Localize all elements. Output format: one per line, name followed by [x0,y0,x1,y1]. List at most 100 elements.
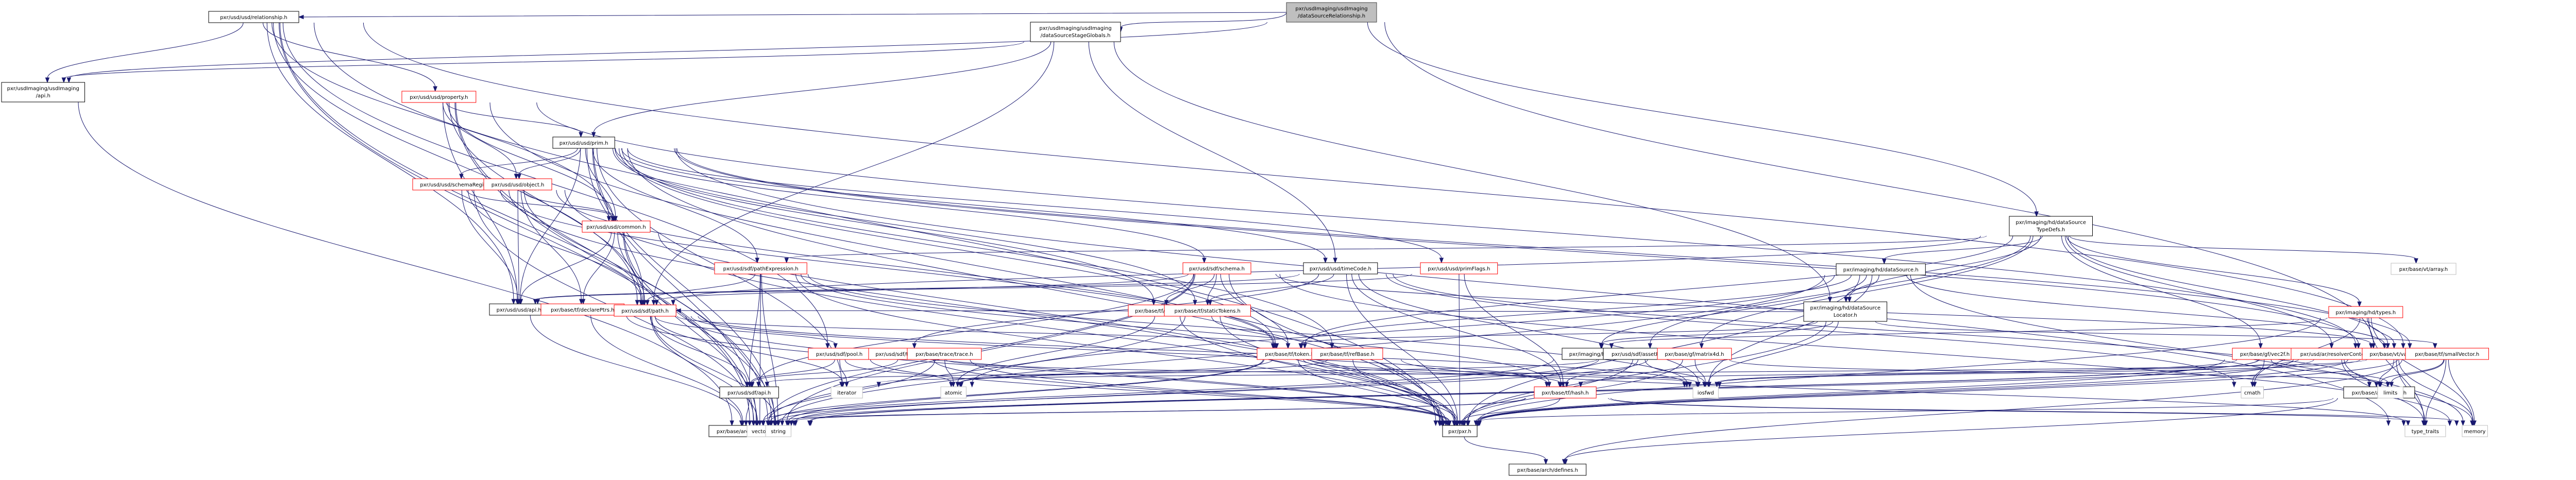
node-box [401,91,477,103]
node-label: iosfwd [1698,390,1714,396]
node-iterator[interactable]: iterator [831,386,863,399]
node-label: iterator [837,390,857,396]
node-vt-array[interactable]: pxr/base/vt/array.h [2391,263,2456,275]
node-sdf-schema[interactable]: pxr/usd/sdf/schema.h [1182,262,1251,275]
edge-prim-to-smallVector [676,148,2410,345]
node-atomic[interactable]: atomic [940,386,967,399]
edge-hdTypes-to-pxr [1478,317,2321,422]
node-label: pxr/base/gf/matrix4d.h [1665,352,1724,357]
edge-prim-to-weakBase [613,148,1154,301]
node-prim-flags[interactable]: pxr/usd/usd/primFlags.h [1420,262,1498,275]
edge-root-to-relationship [302,12,1287,18]
node-cmath[interactable]: cmath [2241,386,2264,399]
edge-relationship-to-common [272,22,609,217]
arrowhead-icon [825,343,830,349]
node-usd-api[interactable]: pxr/usd/usd/api.h [489,303,549,316]
node-label: /api.h [36,93,50,99]
node-data-source[interactable]: pxr/imaging/hd/dataSource.h [1836,263,1926,276]
node-resolver-context[interactable]: pxr/usd/ar/resolverContext.h [2291,348,2384,360]
node-property[interactable]: pxr/usd/usd/property.h [401,91,477,103]
node-box [1420,262,1498,275]
arrowhead-icon [1648,343,1652,349]
edge-prim-to-usdApi [520,148,581,300]
edge-hints-to-pxr [1478,398,2334,422]
node-label: memory [2464,429,2486,435]
edge-smallVector-to-archDefines [1565,359,2402,460]
node-sdf-api[interactable]: pxr/usd/sdf/api.h [719,386,779,399]
arrowhead-icon [1476,420,1481,426]
edge-vec2f-to-limits [2270,359,2388,383]
node-object[interactable]: pxr/usd/usd/object.h [483,178,552,191]
edge-root-to-vtValue [1384,22,2374,345]
node-sdf-path[interactable]: pxr/usd/sdf/path.h [614,304,676,317]
node-tf-token[interactable]: pxr/base/tf/token.h [1257,348,1323,360]
node-root[interactable]: pxr/usdImaging/usdImaging/dataSourceRela… [1286,2,1377,23]
arrowhead-icon [2034,211,2039,217]
edge-hints-to-archDefines [1564,398,2338,460]
edge-hdTypes-to-hdApi [1611,317,2328,345]
edge-schemaRegistry-to-tfToken [500,190,1274,345]
node-sdf-pool[interactable]: pxr/usd/sdf/pool.h [808,348,871,360]
edge-usdTimeCode-to-sdfTimeCode [914,273,1319,345]
edge-prim-to-schemaRegistry [461,148,578,175]
node-box [1182,262,1251,275]
node-matrix4d[interactable]: pxr/base/gf/matrix4d.h [1657,348,1732,360]
edge-dataSourceLocator-to-tfToken [1300,321,1818,345]
node-string[interactable]: string [765,425,791,437]
arrowhead-icon [675,308,681,313]
node-box [2241,386,2264,399]
node-path-expression[interactable]: pxr/usd/sdf/pathExpression.h [714,262,807,275]
node-static-tokens[interactable]: pxr/base/tf/staticTokens.h [1164,304,1251,317]
edge-usdTimeCode-to-limits [1393,273,2370,383]
arrowhead-icon [612,216,617,222]
node-prim[interactable]: pxr/usd/usd/prim.h [552,136,615,149]
arrowhead-icon [2408,343,2412,349]
edge-vtValue-to-iosfwd [1719,359,2361,383]
arrowhead-icon [1684,382,1689,388]
edge-relationship-to-string [279,22,768,422]
node-small-vector[interactable]: pxr/base/tf/smallVector.h [2405,348,2489,360]
edge-tfToken-to-pxr [1298,359,1457,422]
edge-weakBase-to-pxr [1179,316,1454,422]
node-trace[interactable]: pxr/base/trace/trace.h [907,348,982,360]
node-usd-time-code[interactable]: pxr/usd/usd/timeCode.h [1303,262,1378,275]
arrowhead-icon [45,77,50,83]
node-box [483,178,552,191]
arrowhead-icon [792,420,796,426]
node-relationship[interactable]: pxr/usd/usd/relationship.h [208,11,299,23]
node-usd-imaging-api[interactable]: pxr/usdImaging/usdImaging/api.h [1,82,85,102]
node-box [831,386,863,399]
edge-relationship-to-sdfPool [282,22,828,345]
node-pxr[interactable]: pxr/pxr.h [1442,425,1478,437]
node-ref-base[interactable]: pxr/base/tf/refBase.h [1311,348,1383,360]
node-hd-types[interactable]: pxr/imaging/hd/types.h [2328,306,2403,318]
node-declare-ptrs[interactable]: pxr/base/tf/declarePtrs.h [540,303,624,316]
edge-prim-to-primFlags [627,148,1442,259]
edge-dataSource-to-memory [1910,275,2464,422]
arrowhead-icon [1333,258,1337,264]
edge-smallVector-to-typeTraits [2425,359,2447,422]
edge-sdfPath-to-tfHash [690,316,1547,383]
edge-declarePtrs-to-archExport [590,315,743,422]
node-memory[interactable]: memory [2462,425,2488,437]
edge-vtValue-to-pxr [1478,359,2348,422]
node-tf-hash[interactable]: pxr/base/tf/hash.h [1534,386,1597,399]
node-type-traits[interactable]: type_traits [2404,425,2446,437]
node-label: pxr/base/tf/token.h [1265,352,1314,357]
node-iosfwd[interactable]: iosfwd [1692,386,1719,399]
node-common[interactable]: pxr/usd/usd/common.h [582,220,651,233]
node-stage-globals[interactable]: pxr/usdImaging/usdImaging/dataSourceStag… [1030,22,1121,42]
edge-sdfSchema-to-sdfPath [656,273,1189,301]
node-vec2f[interactable]: pxr/base/gf/vec2f.h [2232,348,2298,360]
arrowhead-icon [1433,420,1438,426]
arrowhead-icon [750,382,755,388]
edge-common-to-usdApi [520,232,612,300]
node-limits[interactable]: limits [2377,386,2403,399]
arrowhead-icon [654,300,659,306]
edge-root-to-stageGlobals [1120,12,1287,28]
edge-resolverContext-to-pxr [1477,359,2294,422]
edge-refBase-to-typeTraits [1401,359,2404,422]
node-arch-defines[interactable]: pxr/base/arch/defines.h [1509,464,1587,476]
